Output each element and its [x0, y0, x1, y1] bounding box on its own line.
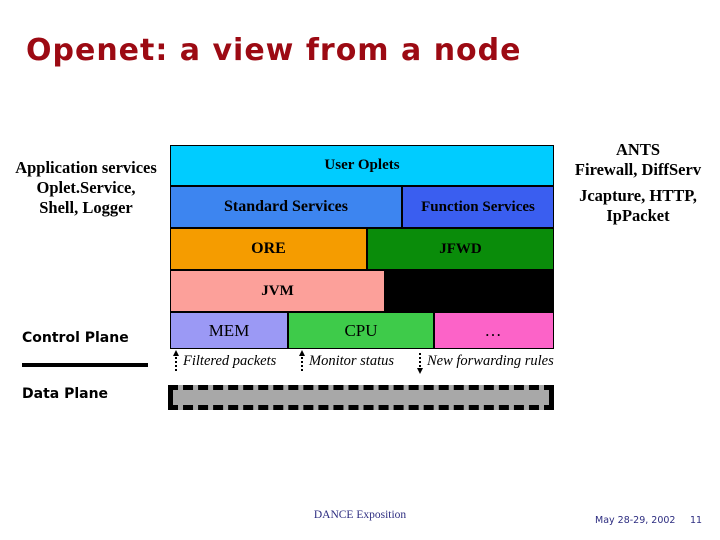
arrow-up-icon	[172, 350, 181, 374]
plane-divider-line	[22, 363, 148, 367]
architecture-stack: User Oplets Standard Services Function S…	[170, 145, 554, 349]
label-ants-line3: Jcapture, HTTP,	[579, 186, 697, 206]
arrow-up-icon	[298, 350, 307, 374]
flow-filtered-packets: Filtered packets	[172, 350, 276, 376]
label-data-plane: Data Plane	[22, 386, 109, 402]
footer-page-number: 11	[690, 515, 703, 526]
block-jfwd: JFWD	[367, 228, 554, 270]
flow-annotations: Filtered packets Monitor status New forw…	[170, 350, 570, 378]
label-control-plane: Control Plane	[22, 330, 129, 346]
page-title: Openet: a view from a node	[26, 33, 522, 68]
block-user-oplets: User Oplets	[170, 145, 554, 186]
block-jvm: JVM	[170, 270, 385, 312]
block-standard-services: Standard Services	[170, 186, 402, 228]
arrow-down-icon	[416, 350, 425, 374]
label-ants-line4: IpPacket	[606, 206, 670, 226]
block-unlabeled-black	[385, 270, 554, 312]
data-plane-bar	[168, 385, 554, 410]
flow-label-filtered-packets: Filtered packets	[183, 353, 277, 369]
flow-label-monitor-status: Monitor status	[309, 353, 394, 369]
block-ellipsis: …	[434, 312, 554, 349]
block-ore: ORE	[170, 228, 367, 270]
label-application-services-line1: Application services	[15, 158, 157, 177]
label-ants-line2: Firewall, DiffServ	[574, 160, 702, 180]
block-function-services: Function Services	[402, 186, 554, 228]
label-application-services: Application services Oplet.Service, Shel…	[0, 158, 172, 218]
footer-center-text: DANCE Exposition	[313, 509, 407, 521]
label-application-services-line2: Oplet.Service,	[36, 178, 136, 198]
flow-monitor-status: Monitor status	[298, 350, 394, 376]
label-ants-line1: ANTS	[615, 140, 660, 159]
label-ants-group: ANTS Firewall, DiffServ Jcapture, HTTP, …	[556, 140, 720, 227]
block-cpu: CPU	[288, 312, 434, 349]
block-mem: MEM	[170, 312, 288, 349]
flow-label-new-forwarding-rules: New forwarding rules	[427, 353, 554, 369]
label-application-services-line3: Shell, Logger	[39, 198, 133, 218]
flow-new-forwarding-rules: New forwarding rules	[416, 350, 554, 376]
footer-date: May 28-29, 2002	[595, 515, 676, 526]
